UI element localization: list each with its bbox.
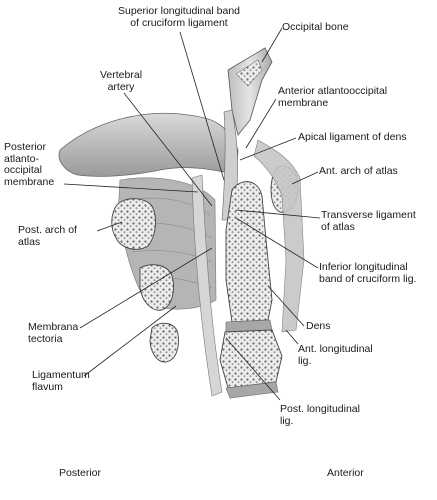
label-ant-arch-of-atlas: Ant. arch of atlas [319,165,398,177]
orientation-posterior: Posterior [59,467,102,479]
label-transverse-ligament-of-atlas: Transverse ligament of atlas [321,209,416,233]
label-inferior-longitudinal-band: Inferior longitudinal band of cruciform … [319,261,417,285]
label-anterior-atlantooccipital-membrane: Anterior atlantooccipital membrane [278,85,388,109]
label-apical-ligament-of-dens: Apical ligament of dens [298,131,407,143]
label-post-longitudinal-lig: Post. longitudinal lig. [280,403,360,427]
label-ant-longitudinal-lig: Ant. longitudinal lig. [298,343,373,367]
label-membrana-tectoria: Membrana tectoria [28,321,79,345]
label-posterior-atlanto-occipital-membrane: Posterior atlanto- occipital membrane [4,141,55,188]
label-occipital-bone: Occipital bone [282,21,349,33]
label-dens: Dens [306,320,331,332]
occipital-bone-shape [58,112,239,177]
dens-and-axis-body-shape [225,181,273,323]
label-post-arch-of-atlas: Post. arch of atlas [18,224,77,248]
label-ligamentum-flavum: Ligamentum flavum [32,369,90,393]
label-vertebral-artery: Vertebral artery [100,69,143,93]
posterior-arch-shape [111,198,156,250]
label-superior-longitudinal-band: Superior longitudinal band of cruciform … [118,5,241,29]
orientation-anterior: Anterior [327,467,364,479]
